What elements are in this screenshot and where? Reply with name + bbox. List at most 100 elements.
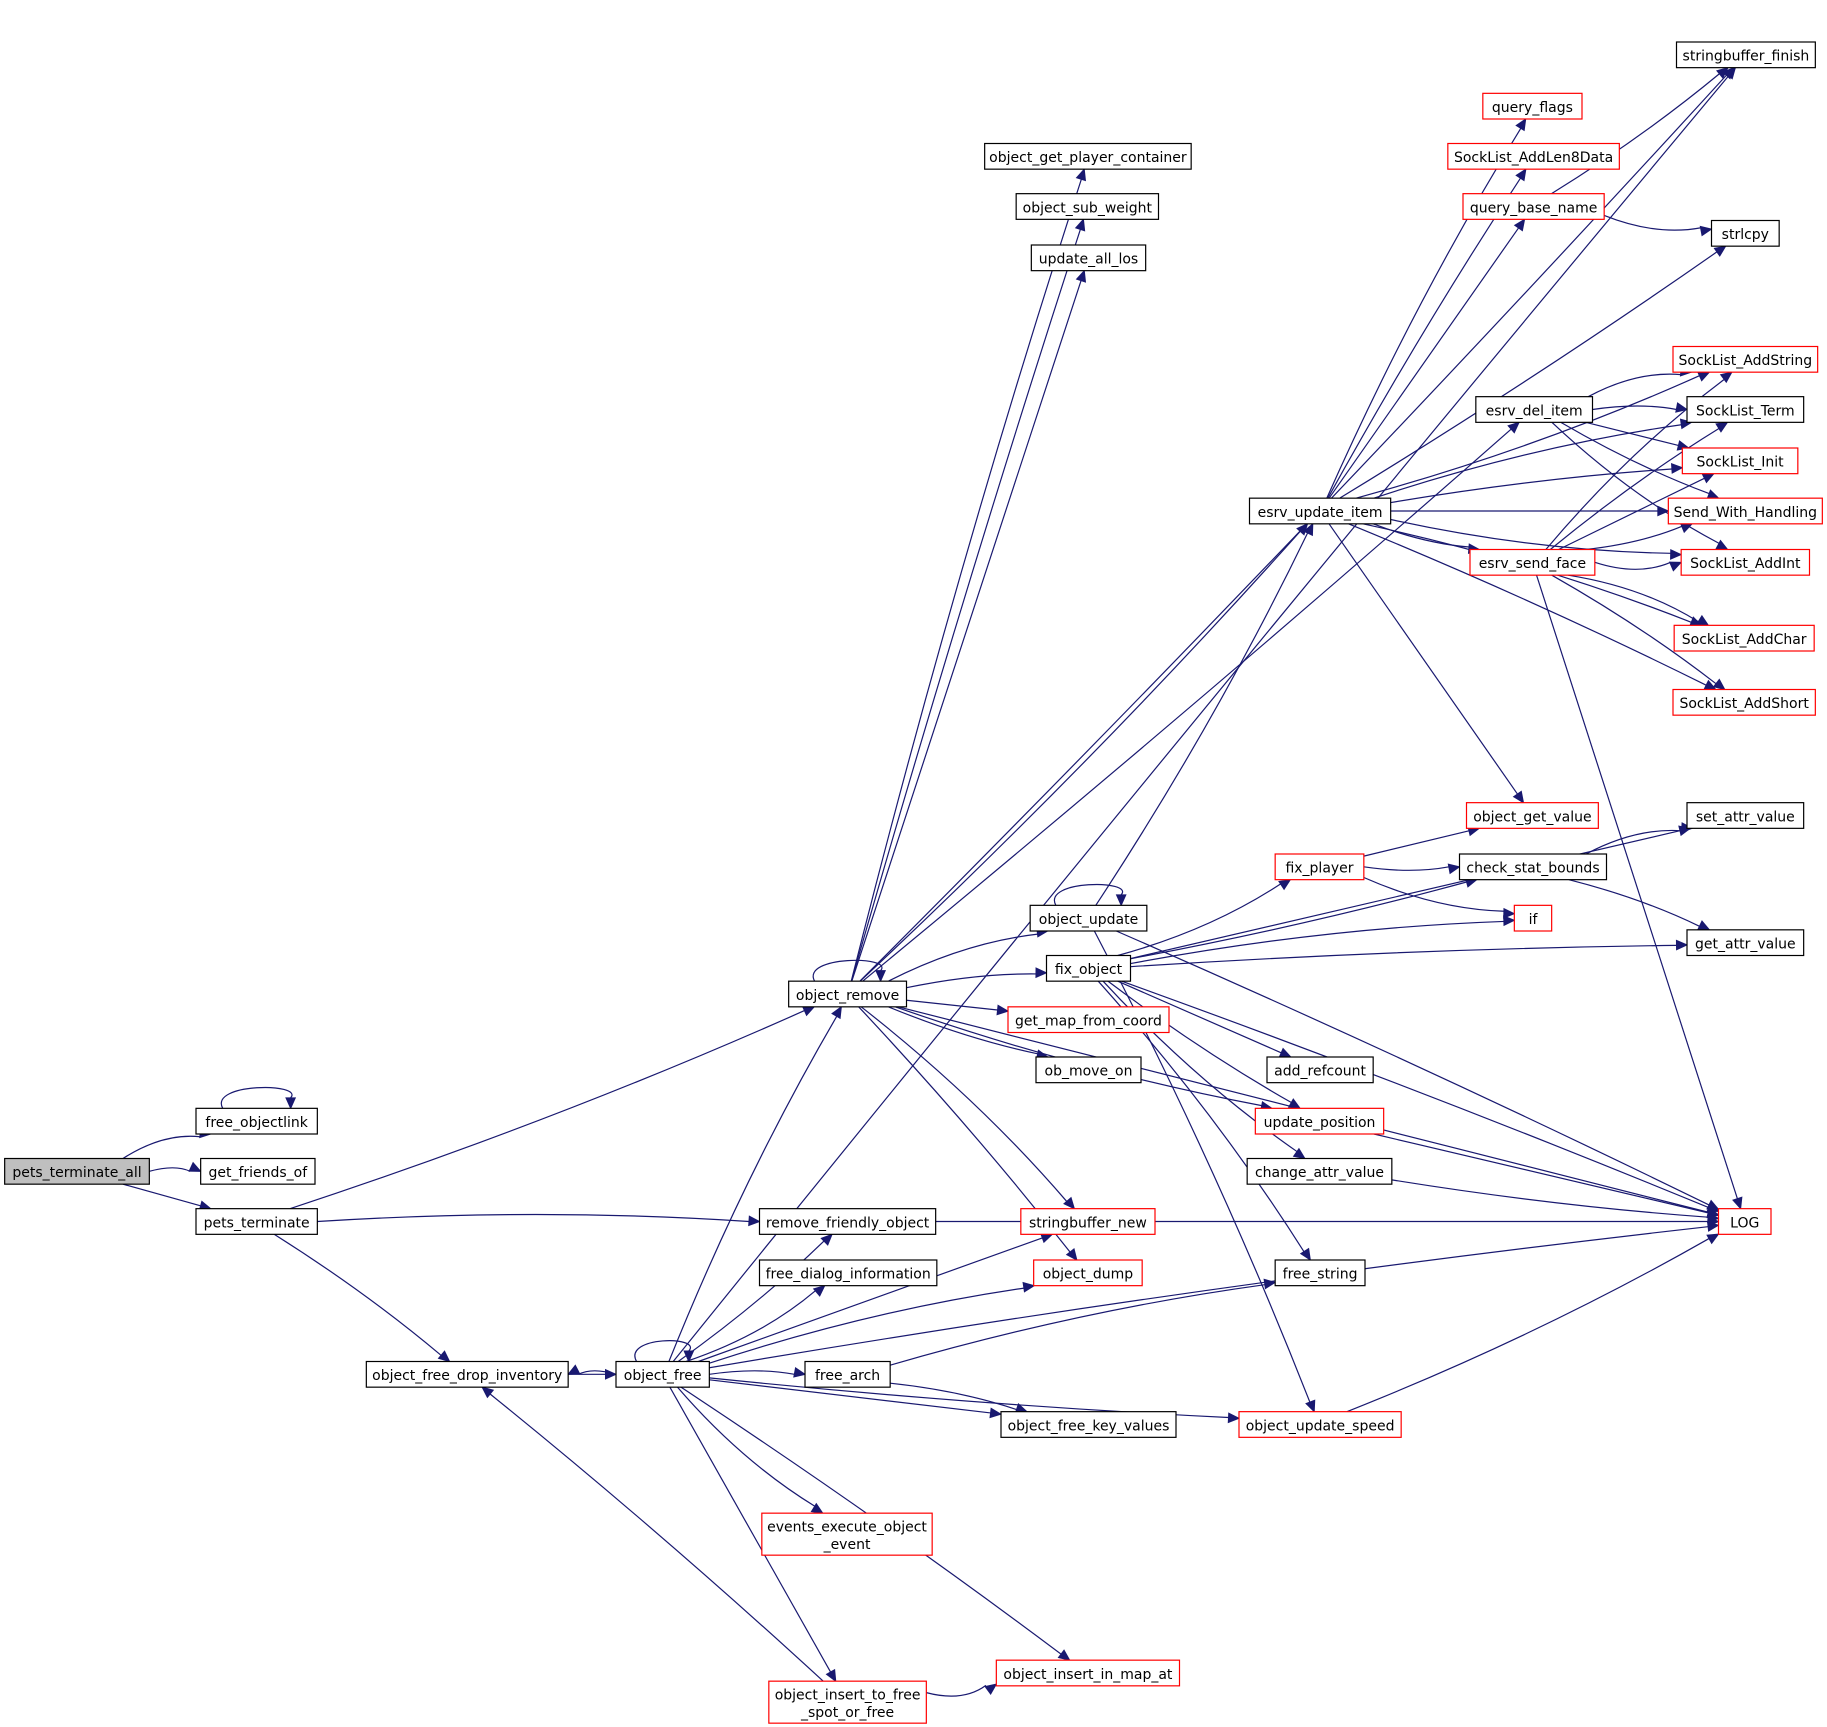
node-object_dump[interactable]: object_dump [1033, 1259, 1143, 1287]
edge-esrv_send_face-to-LOG [1535, 574, 1743, 1210]
node-esrv_send_face[interactable]: esrv_send_face [1469, 548, 1596, 576]
node-update_all_los[interactable]: update_all_los [1030, 244, 1147, 272]
node-strlcpy[interactable]: strlcpy [1710, 219, 1780, 247]
node-add_refcount[interactable]: add_refcount [1266, 1056, 1374, 1084]
node-object_update[interactable]: object_update [1029, 904, 1148, 932]
node-esrv_del_item[interactable]: esrv_del_item [1475, 396, 1594, 423]
node-get_map_from_coord[interactable]: get_map_from_coord [1007, 1006, 1170, 1034]
edge-object_remove-to-get_map_from_coord [906, 999, 1010, 1016]
node-label: SockList_Init [1697, 455, 1785, 471]
node-esrv_update_item[interactable]: esrv_update_item [1248, 497, 1392, 525]
node-object_update_speed[interactable]: object_update_speed [1238, 1411, 1402, 1438]
node-change_attr_value[interactable]: change_attr_value [1246, 1157, 1393, 1185]
node-object_free_drop_inventory[interactable]: object_free_drop_inventory [365, 1360, 569, 1388]
node-box [1686, 929, 1805, 957]
node-label: strlcpy [1722, 227, 1769, 243]
node-fix_player[interactable]: fix_player [1274, 853, 1365, 881]
node-SockList_AddString[interactable]: SockList_AddString [1672, 345, 1819, 373]
node-label: object_free [624, 1368, 702, 1384]
edge-line [906, 973, 1037, 989]
node-free_dialog_information[interactable]: free_dialog_information [758, 1259, 938, 1287]
node-label: esrv_send_face [1479, 556, 1586, 572]
node-fix_object[interactable]: fix_object [1045, 954, 1132, 982]
node-free_arch[interactable]: free_arch [804, 1360, 891, 1388]
node-pets_terminate_all[interactable]: pets_terminate_all [4, 1157, 150, 1185]
arrowhead [1115, 894, 1127, 907]
arrowhead [984, 1683, 998, 1696]
node-SockList_Term[interactable]: SockList_Term [1686, 396, 1805, 423]
node-get_friends_of[interactable]: get_friends_of [200, 1157, 316, 1185]
node-remove_friendly_object[interactable]: remove_friendly_object [758, 1208, 937, 1235]
edge-object_remove-to-object_get_player_container [850, 167, 1087, 982]
node-ob_move_on[interactable]: ob_move_on [1035, 1056, 1142, 1084]
edge-esrv_send_face-to-SockList_AddChar [1568, 574, 1710, 626]
node-SockList_AddChar[interactable]: SockList_AddChar [1673, 624, 1815, 652]
node-object_free[interactable]: object_free [615, 1360, 710, 1388]
node-object_free_key_values[interactable]: object_free_key_values [1000, 1411, 1177, 1438]
node-label: esrv_del_item [1486, 403, 1583, 419]
node-object_insert_to_free_spot_or_free[interactable]: object_insert_to_free_spot_or_free [768, 1680, 927, 1724]
node-get_attr_value[interactable]: get_attr_value [1686, 929, 1805, 957]
node-update_position[interactable]: update_position [1254, 1107, 1385, 1135]
node-SockList_Init[interactable]: SockList_Init [1681, 447, 1799, 475]
arrowhead [1670, 548, 1683, 560]
edge-line [1558, 477, 1705, 551]
node-box [984, 142, 1192, 170]
node-label: fix_object [1055, 962, 1123, 978]
node-object_insert_in_map_at[interactable]: object_insert_in_map_at [995, 1659, 1181, 1687]
node-SockList_AddInt[interactable]: SockList_AddInt [1680, 548, 1811, 576]
edge-line [1594, 561, 1671, 570]
arrowhead [1732, 1196, 1743, 1210]
arrowhead [1287, 1098, 1302, 1109]
edge-line [1328, 523, 1518, 795]
arrowhead [1035, 967, 1048, 979]
edge-line [926, 1684, 987, 1697]
node-stringbuffer_new[interactable]: stringbuffer_new [1020, 1208, 1156, 1235]
arrowhead [1515, 168, 1527, 182]
node-Send_With_Handling[interactable]: Send_With_Handling [1667, 497, 1823, 525]
arrowhead [1075, 167, 1087, 182]
node-object_sub_weight[interactable]: object_sub_weight [1015, 193, 1160, 220]
arrowhead [1679, 418, 1693, 430]
arrowhead [1716, 66, 1729, 79]
node-SockList_AddShort[interactable]: SockList_AddShort [1672, 688, 1816, 716]
node-label: get_friends_of [208, 1165, 308, 1181]
node-object_get_player_container[interactable]: object_get_player_container [984, 142, 1192, 170]
node-label: SockList_AddChar [1682, 632, 1807, 648]
node-SockList_AddLen8Data[interactable]: SockList_AddLen8Data [1447, 142, 1620, 170]
node-set_attr_value[interactable]: set_attr_value [1686, 802, 1805, 829]
edge-line [1587, 373, 1682, 398]
node-free_string[interactable]: free_string [1274, 1259, 1366, 1287]
node-if[interactable]: if [1513, 904, 1553, 932]
node-object_get_value[interactable]: object_get_value [1465, 802, 1599, 829]
node-query_base_name[interactable]: query_base_name [1462, 193, 1605, 220]
node-stringbuffer_finish[interactable]: stringbuffer_finish [1675, 41, 1816, 69]
edge-pets_terminate_all-to-pets_terminate [122, 1183, 212, 1211]
edge-object_free-to-free_arch [709, 1366, 807, 1378]
edge-line [1117, 883, 1282, 957]
edge-pets_terminate-to-object_free_drop_inventory [274, 1233, 451, 1363]
arrowhead [1668, 561, 1683, 572]
edge-fix_object-to-LOG [1121, 980, 1720, 1213]
node-label: LOG [1730, 1215, 1759, 1231]
node-label: SockList_Term [1696, 403, 1795, 419]
edge-object_remove-to-esrv_del_item [862, 421, 1521, 982]
node-free_objectlink[interactable]: free_objectlink [195, 1107, 318, 1135]
edge-line [850, 229, 1081, 982]
arrowhead [812, 1284, 826, 1297]
node-object_remove[interactable]: object_remove [788, 980, 908, 1008]
node-label: pets_terminate [204, 1215, 310, 1231]
node-check_stat_bounds[interactable]: check_stat_bounds [1458, 853, 1608, 881]
node-pets_terminate[interactable]: pets_terminate [195, 1208, 318, 1235]
edge-line [1053, 883, 1124, 906]
node-box [1000, 1411, 1177, 1438]
edge-object_remove-to-object_update [888, 926, 1049, 982]
node-label: SockList_AddString [1679, 353, 1813, 369]
node-box [1717, 1208, 1772, 1235]
node-LOG[interactable]: LOG [1717, 1208, 1772, 1235]
node-query_flags[interactable]: query_flags [1482, 92, 1583, 120]
node-events_execute_object_event[interactable]: events_execute_object_event [761, 1512, 933, 1556]
edge-line [709, 1370, 795, 1375]
arrowhead [1503, 907, 1516, 919]
edge-line [578, 1370, 617, 1375]
